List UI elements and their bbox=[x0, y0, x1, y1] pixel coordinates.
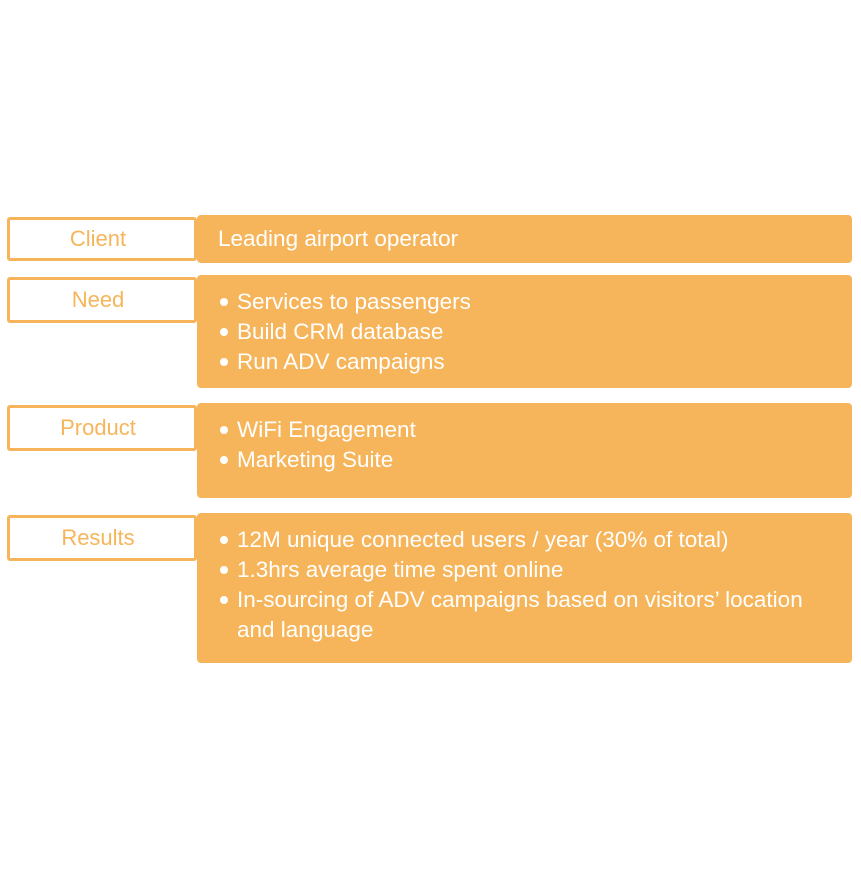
need-content: Services to passengers Build CRM databas… bbox=[197, 275, 852, 388]
product-content: WiFi Engagement Marketing Suite bbox=[197, 403, 852, 498]
need-list: Services to passengers Build CRM databas… bbox=[219, 287, 812, 377]
client-label: Client bbox=[7, 217, 197, 261]
row-product: Product WiFi Engagement Marketing Suite bbox=[0, 403, 861, 498]
row-results: Results 12M unique connected users / yea… bbox=[0, 513, 861, 663]
list-item: 12M unique connected users / year (30% o… bbox=[219, 525, 812, 555]
results-label: Results bbox=[7, 515, 197, 561]
need-label: Need bbox=[7, 277, 197, 323]
client-text: Leading airport operator bbox=[218, 226, 459, 251]
list-item: Run ADV campaigns bbox=[219, 347, 812, 377]
results-list: 12M unique connected users / year (30% o… bbox=[219, 525, 812, 645]
list-item: 1.3hrs average time spent online bbox=[219, 555, 812, 585]
client-content: Leading airport operator bbox=[197, 215, 852, 263]
list-item: Services to passengers bbox=[219, 287, 812, 317]
product-list: WiFi Engagement Marketing Suite bbox=[219, 415, 812, 475]
row-need: Need Services to passengers Build CRM da… bbox=[0, 275, 861, 388]
list-item: WiFi Engagement bbox=[219, 415, 812, 445]
list-item: Marketing Suite bbox=[219, 445, 812, 475]
list-item: In-sourcing of ADV campaigns based on vi… bbox=[219, 585, 812, 645]
list-item: Build CRM database bbox=[219, 317, 812, 347]
row-client: Client Leading airport operator bbox=[0, 215, 861, 263]
results-content: 12M unique connected users / year (30% o… bbox=[197, 513, 852, 663]
product-label: Product bbox=[7, 405, 197, 451]
